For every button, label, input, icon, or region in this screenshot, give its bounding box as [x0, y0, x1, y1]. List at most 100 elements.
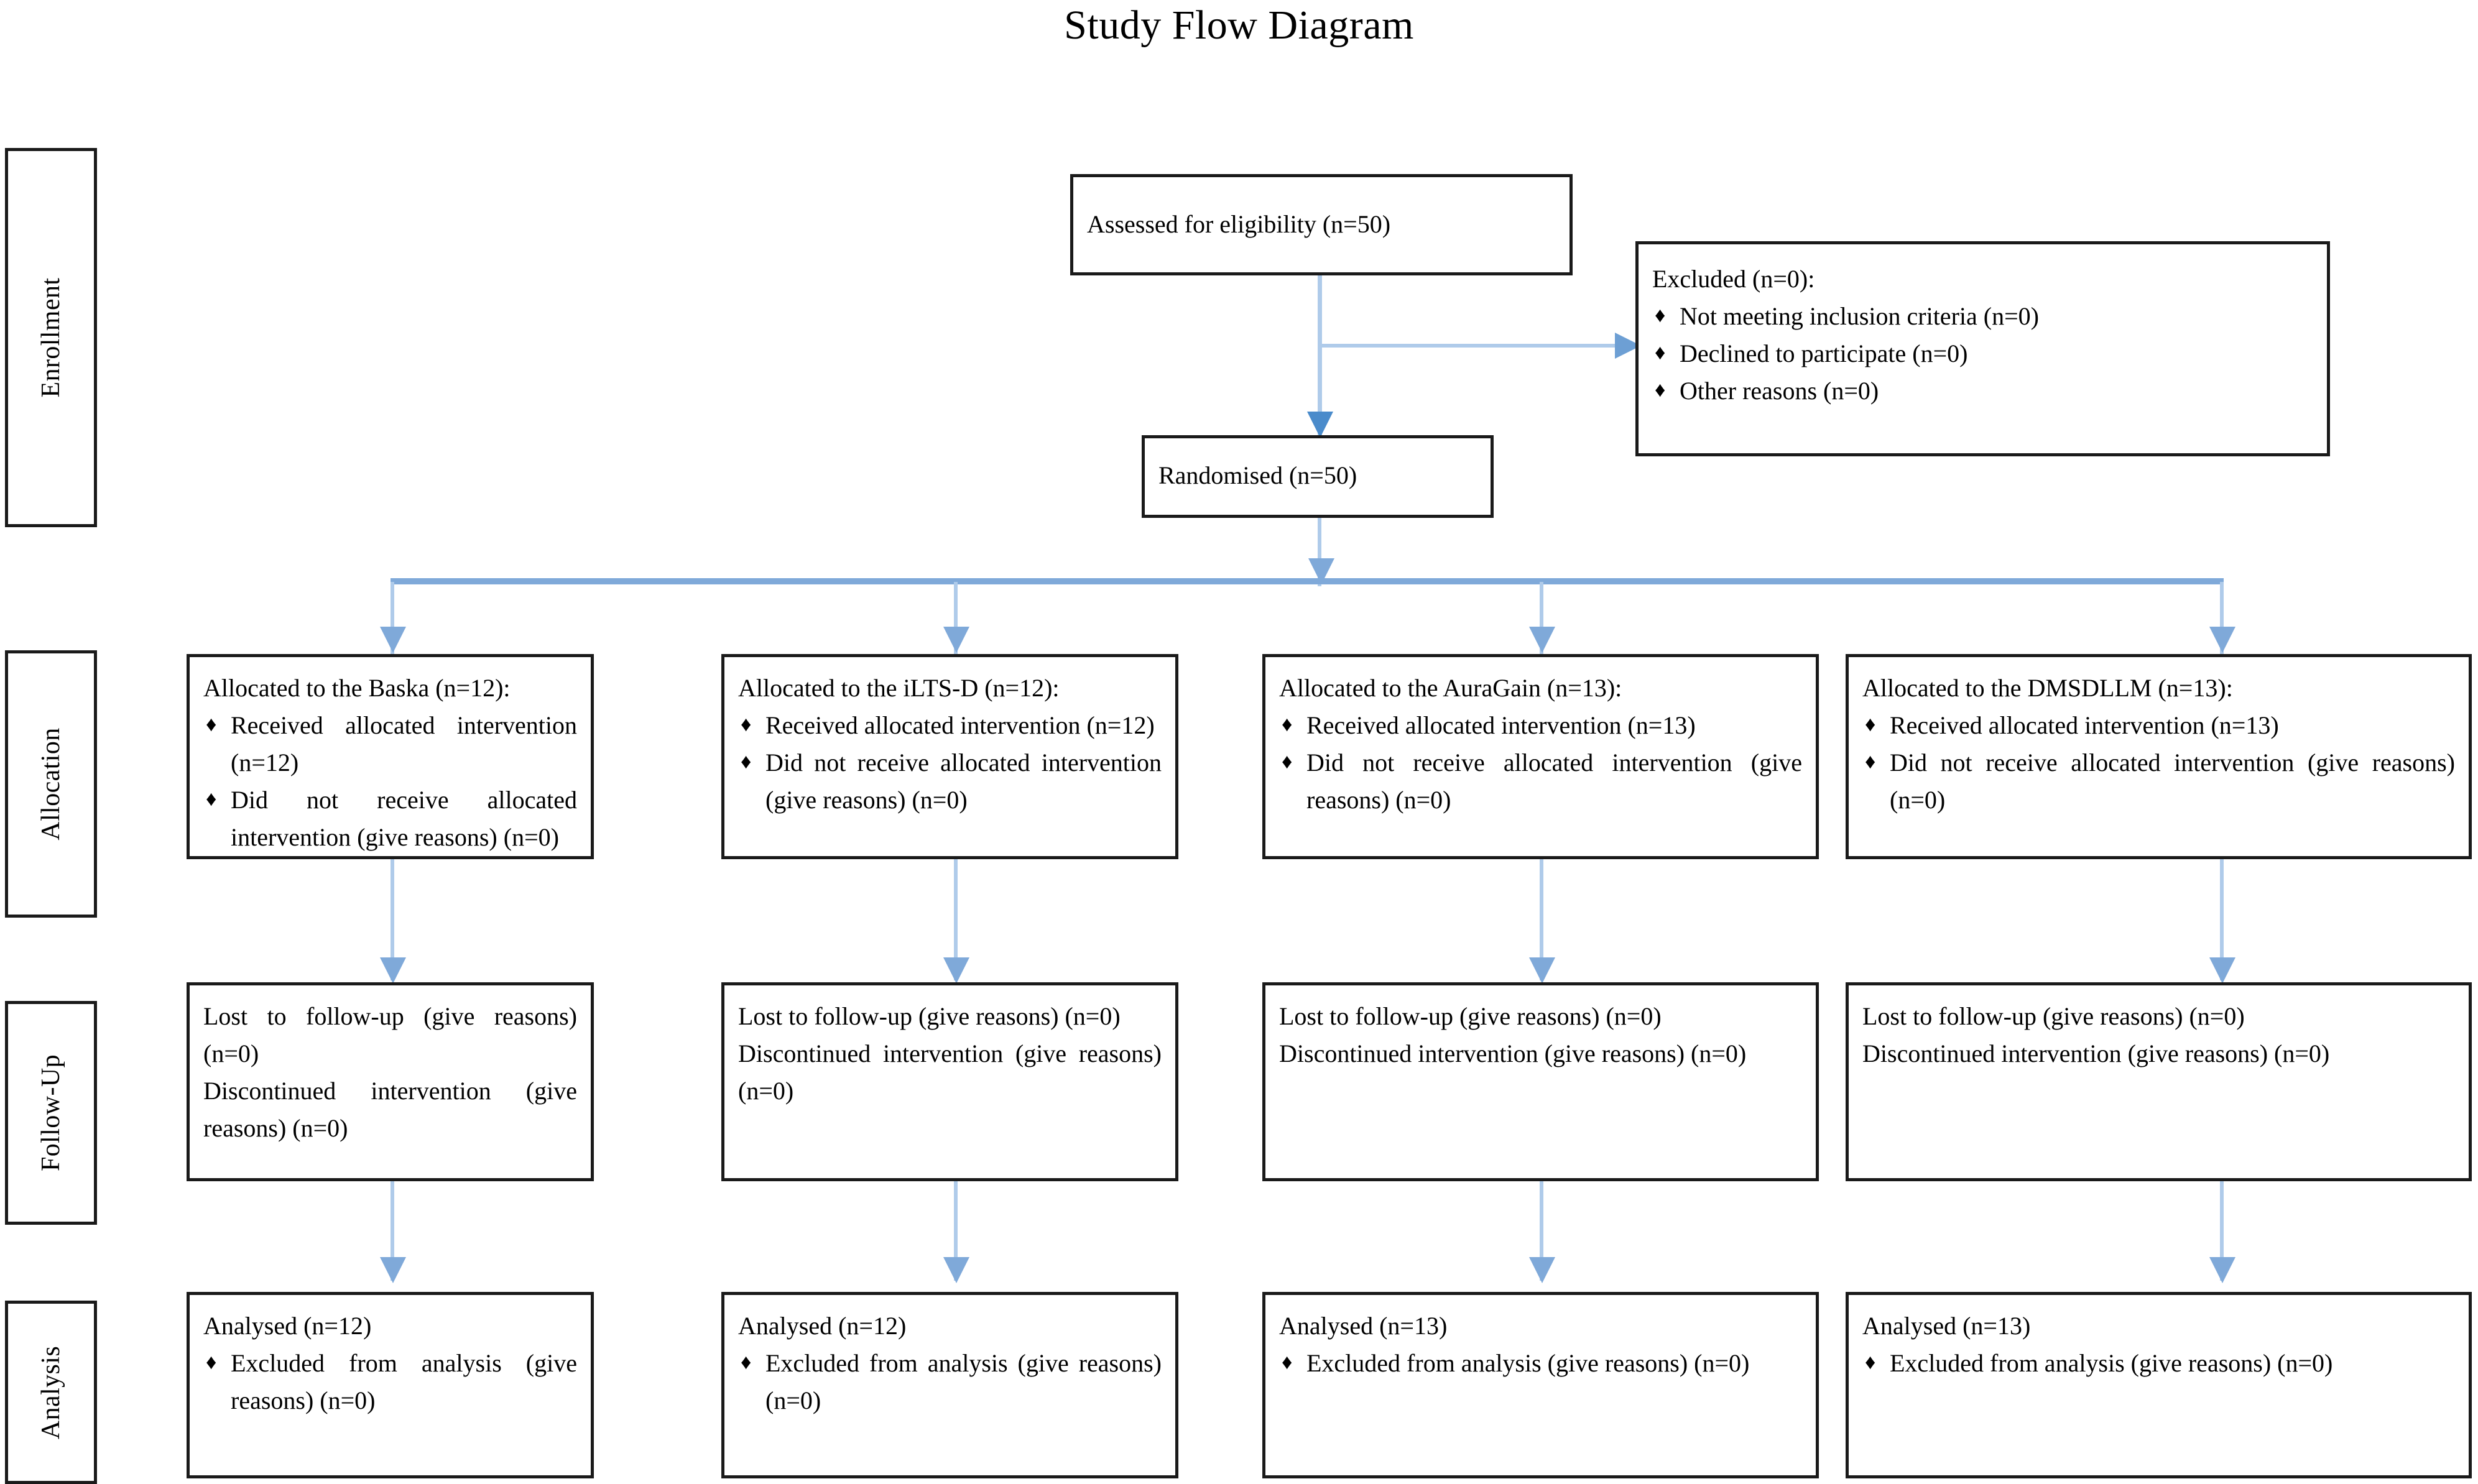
- arrowhead-followup-4: [2209, 957, 2235, 984]
- diamond-bullet-icon: ♦: [1865, 750, 1876, 773]
- allocation-bullet-3-0: ♦ Received allocated intervention (n=13): [1279, 707, 1802, 744]
- excluded-heading: Excluded (n=0):: [1652, 265, 1815, 293]
- followup-2-line1: Lost to follow-up (give reasons) (n=0): [738, 1002, 1121, 1030]
- connector-followup-to-analysis-2: [954, 1181, 958, 1281]
- stage-label-allocation: Allocation: [37, 727, 65, 841]
- allocation-bullet-1-1-text: Did not receive allocated intervention (…: [231, 786, 577, 851]
- diamond-bullet-icon: ♦: [1655, 304, 1666, 327]
- analysis-box-3: Analysed (n=13) ♦Excluded from analysis …: [1262, 1292, 1819, 1478]
- diamond-bullet-icon: ♦: [1655, 341, 1666, 364]
- arrowhead-analysis-4: [2209, 1257, 2235, 1283]
- followup-box-4: Lost to follow-up (give reasons) (n=0) D…: [1846, 982, 2472, 1181]
- diamond-bullet-icon: ♦: [206, 713, 217, 736]
- assessed-for-eligibility-box: Assessed for eligibility (n=50): [1070, 174, 1573, 275]
- stage-label-enrollment: Enrollment: [37, 277, 65, 398]
- diamond-bullet-icon: ♦: [1865, 1351, 1876, 1374]
- allocation-box-1: Allocated to the Baska (n=12): ♦ Received…: [187, 654, 594, 859]
- followup-4-line1: Lost to follow-up (give reasons) (n=0): [1862, 1002, 2245, 1030]
- connector-drop-arm-4: [2220, 582, 2224, 657]
- allocation-bullet-4-0: ♦Received allocated intervention (n=13): [1862, 707, 2455, 744]
- connector-alloc-to-followup-4: [2220, 859, 2224, 980]
- arrowhead-analysis-3: [1529, 1257, 1555, 1283]
- stage-box-allocation: Allocation: [5, 650, 97, 918]
- diamond-bullet-icon: ♦: [1282, 713, 1293, 736]
- excluded-bullet-2: ♦ Other reasons (n=0): [1652, 372, 2313, 410]
- connector-drop-arm-2: [954, 582, 958, 657]
- analysis-bullet-2-0: ♦Excluded from analysis (give reasons) (…: [738, 1345, 1162, 1419]
- connector-followup-to-analysis-3: [1540, 1181, 1543, 1281]
- allocation-heading-2: Allocated to the iLTS-D (n=12):: [738, 674, 1060, 702]
- analysis-bullet-1-0-text: Excluded from analysis (give reasons) (n…: [231, 1349, 577, 1414]
- allocation-bullet-2-0-text: Received allocated intervention (n=12): [765, 711, 1155, 739]
- connector-alloc-to-followup-3: [1540, 859, 1543, 980]
- allocation-bullet-1-0: ♦ Received allocated intervention (n=12): [203, 707, 577, 781]
- analysis-heading-4: Analysed (n=13): [1862, 1312, 2031, 1340]
- followup-box-1: Lost to follow-up (give reasons) (n=0) D…: [187, 982, 594, 1181]
- analysis-box-2: Analysed (n=12) ♦Excluded from analysis …: [721, 1292, 1178, 1478]
- stage-box-analysis: Analysis: [5, 1301, 97, 1484]
- connector-alloc-to-followup-1: [391, 859, 394, 980]
- allocation-bullet-1-0-text: Received allocated intervention (n=12): [231, 711, 577, 777]
- connector-alloc-to-followup-2: [954, 859, 958, 980]
- allocation-bullet-4-1-text: Did not receive allocated intervention (…: [1890, 749, 2455, 814]
- allocation-box-2: Allocated to the iLTS-D (n=12): ♦ Receive…: [721, 654, 1178, 859]
- diamond-bullet-icon: ♦: [206, 1351, 217, 1374]
- stage-label-analysis: Analysis: [37, 1345, 65, 1439]
- connector-assessed-to-randomised: [1318, 275, 1322, 437]
- connector-drop-arm-1: [391, 582, 394, 657]
- randomised-text: Randomised (n=50): [1158, 461, 1357, 489]
- analysis-box-1: Analysed (n=12) ♦ Excluded from analysis …: [187, 1292, 594, 1478]
- analysis-bullet-4-0-text: Excluded from analysis (give reasons) (n…: [1890, 1349, 2333, 1377]
- followup-box-3: Lost to follow-up (give reasons) (n=0) D…: [1262, 982, 1819, 1181]
- excluded-bullet-1-text: Declined to participate (n=0): [1680, 339, 1968, 367]
- arrowhead-followup-3: [1529, 957, 1555, 984]
- allocation-box-3: Allocated to the AuraGain (n=13): ♦ Recei…: [1262, 654, 1819, 859]
- allocation-box-4: Allocated to the DMSDLLM (n=13): ♦Receiv…: [1846, 654, 2472, 859]
- allocation-heading-4: Allocated to the DMSDLLM (n=13):: [1862, 674, 2233, 702]
- analysis-heading-1: Analysed (n=12): [203, 1312, 372, 1340]
- arrowhead-analysis-2: [943, 1257, 969, 1283]
- allocation-bullet-3-1: ♦Did not receive allocated intervention …: [1279, 744, 1802, 819]
- diamond-bullet-icon: ♦: [206, 788, 217, 811]
- arrowhead-followup-2: [943, 957, 969, 984]
- followup-1-line1: Lost to follow-up (give reasons) (n=0): [203, 1002, 577, 1067]
- connector-randomised-down: [1318, 518, 1321, 586]
- stage-box-followup: Follow-Up: [5, 1001, 97, 1225]
- analysis-bullet-4-0: ♦ Excluded from analysis (give reasons) (…: [1862, 1345, 2455, 1382]
- allocation-bullet-1-1: ♦ Did not receive allocated intervention …: [203, 781, 577, 856]
- page-title: Study Flow Diagram: [1064, 2, 1414, 48]
- distribution-bar: [391, 578, 2224, 584]
- randomised-box: Randomised (n=50): [1142, 435, 1494, 518]
- connector-to-excluded: [1320, 344, 1618, 348]
- analysis-box-4: Analysed (n=13) ♦ Excluded from analysis …: [1846, 1292, 2472, 1478]
- allocation-bullet-2-1-text: Did not receive allocated intervention (…: [765, 749, 1162, 814]
- followup-2-line2: Discontinued intervention (give reasons)…: [738, 1039, 1162, 1105]
- followup-box-2: Lost to follow-up (give reasons) (n=0) D…: [721, 982, 1178, 1181]
- followup-4-line2: Discontinued intervention (give reasons)…: [1862, 1039, 2330, 1067]
- diamond-bullet-icon: ♦: [741, 713, 752, 736]
- diamond-bullet-icon: ♦: [741, 750, 752, 773]
- allocation-heading-1: Allocated to the Baska (n=12):: [203, 674, 511, 702]
- excluded-bullet-0-text: Not meeting inclusion criteria (n=0): [1680, 302, 2039, 330]
- allocation-bullet-3-1-text: Did not receive allocated intervention (…: [1306, 749, 1802, 814]
- arrowhead-arm-4: [2209, 627, 2235, 653]
- excluded-bullet-0: ♦ Not meeting inclusion criteria (n=0): [1652, 298, 2313, 335]
- arrowhead-arm-2: [943, 627, 969, 653]
- allocation-bullet-4-1: ♦ Did not receive allocated intervention …: [1862, 744, 2455, 819]
- analysis-heading-2: Analysed (n=12): [738, 1312, 907, 1340]
- analysis-bullet-3-0-text: Excluded from analysis (give reasons) (n…: [1306, 1349, 1750, 1377]
- excluded-bullet-1: ♦ Declined to participate (n=0): [1652, 335, 2313, 372]
- excluded-bullet-2-text: Other reasons (n=0): [1680, 377, 1879, 405]
- excluded-box: Excluded (n=0): ♦ Not meeting inclusion c…: [1635, 241, 2330, 456]
- arrowhead-analysis-1: [380, 1257, 406, 1283]
- allocation-bullet-3-0-text: Received allocated intervention (n=13): [1306, 711, 1696, 739]
- allocation-heading-3: Allocated to the AuraGain (n=13):: [1279, 674, 1622, 702]
- diamond-bullet-icon: ♦: [1655, 379, 1666, 402]
- analysis-bullet-3-0: ♦Excluded from analysis (give reasons) (…: [1279, 1345, 1802, 1382]
- arrowhead-into-randomised: [1307, 412, 1333, 438]
- arrowhead-followup-1: [380, 957, 406, 984]
- arrowhead-arm-1: [380, 627, 406, 653]
- connector-drop-arm-3: [1540, 582, 1543, 657]
- stage-box-enrollment: Enrollment: [5, 148, 97, 527]
- diamond-bullet-icon: ♦: [1865, 713, 1876, 736]
